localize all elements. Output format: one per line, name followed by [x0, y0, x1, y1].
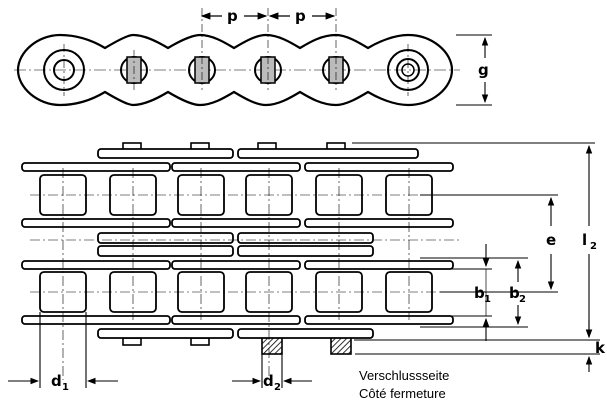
front-view: e l 2 b 1 b 2: [8, 142, 606, 401]
l2-label: l: [582, 231, 587, 249]
b2-label: b: [509, 284, 520, 302]
chain-outline: [16, 33, 454, 107]
pin-heads-bottom: [122, 337, 210, 346]
d2-dimension: [232, 354, 312, 388]
pitch-label-2: p: [295, 7, 306, 25]
d1-label: d: [51, 372, 62, 390]
d1-dimension: [8, 312, 118, 388]
height-label: g: [478, 61, 489, 79]
e-dimension: [420, 194, 558, 293]
d1-subscript: 1: [62, 382, 69, 393]
d2-subscript: 2: [274, 382, 281, 393]
b1-label: b: [474, 284, 485, 302]
outer-plates-top: [97, 148, 419, 159]
e-label: e: [546, 231, 556, 249]
k-dimension: [355, 320, 600, 372]
d2-label: d: [263, 372, 274, 390]
closing-side-label-de: Verschlussseite: [359, 368, 449, 383]
height-dimension: [456, 34, 492, 106]
outer-plates-bottom: [97, 328, 374, 339]
closing-side-label-fr: Côté fermeture: [359, 386, 446, 401]
l2-subscript: 2: [590, 241, 597, 252]
b2-subscript: 2: [519, 294, 526, 305]
b1-subscript: 1: [484, 294, 491, 305]
inner-plates-top: [21, 162, 454, 172]
pitch-label-1: p: [227, 7, 238, 25]
inner-plates-upper-mid: [21, 218, 454, 228]
k-label: k: [595, 339, 606, 357]
top-view: p p g: [14, 7, 492, 107]
b1-dimension: [440, 244, 492, 341]
inner-plates-lower-mid: [21, 260, 454, 270]
middle-plates: [97, 232, 374, 257]
inner-plates-bottom: [21, 315, 454, 325]
b2-dimension: [420, 257, 528, 328]
